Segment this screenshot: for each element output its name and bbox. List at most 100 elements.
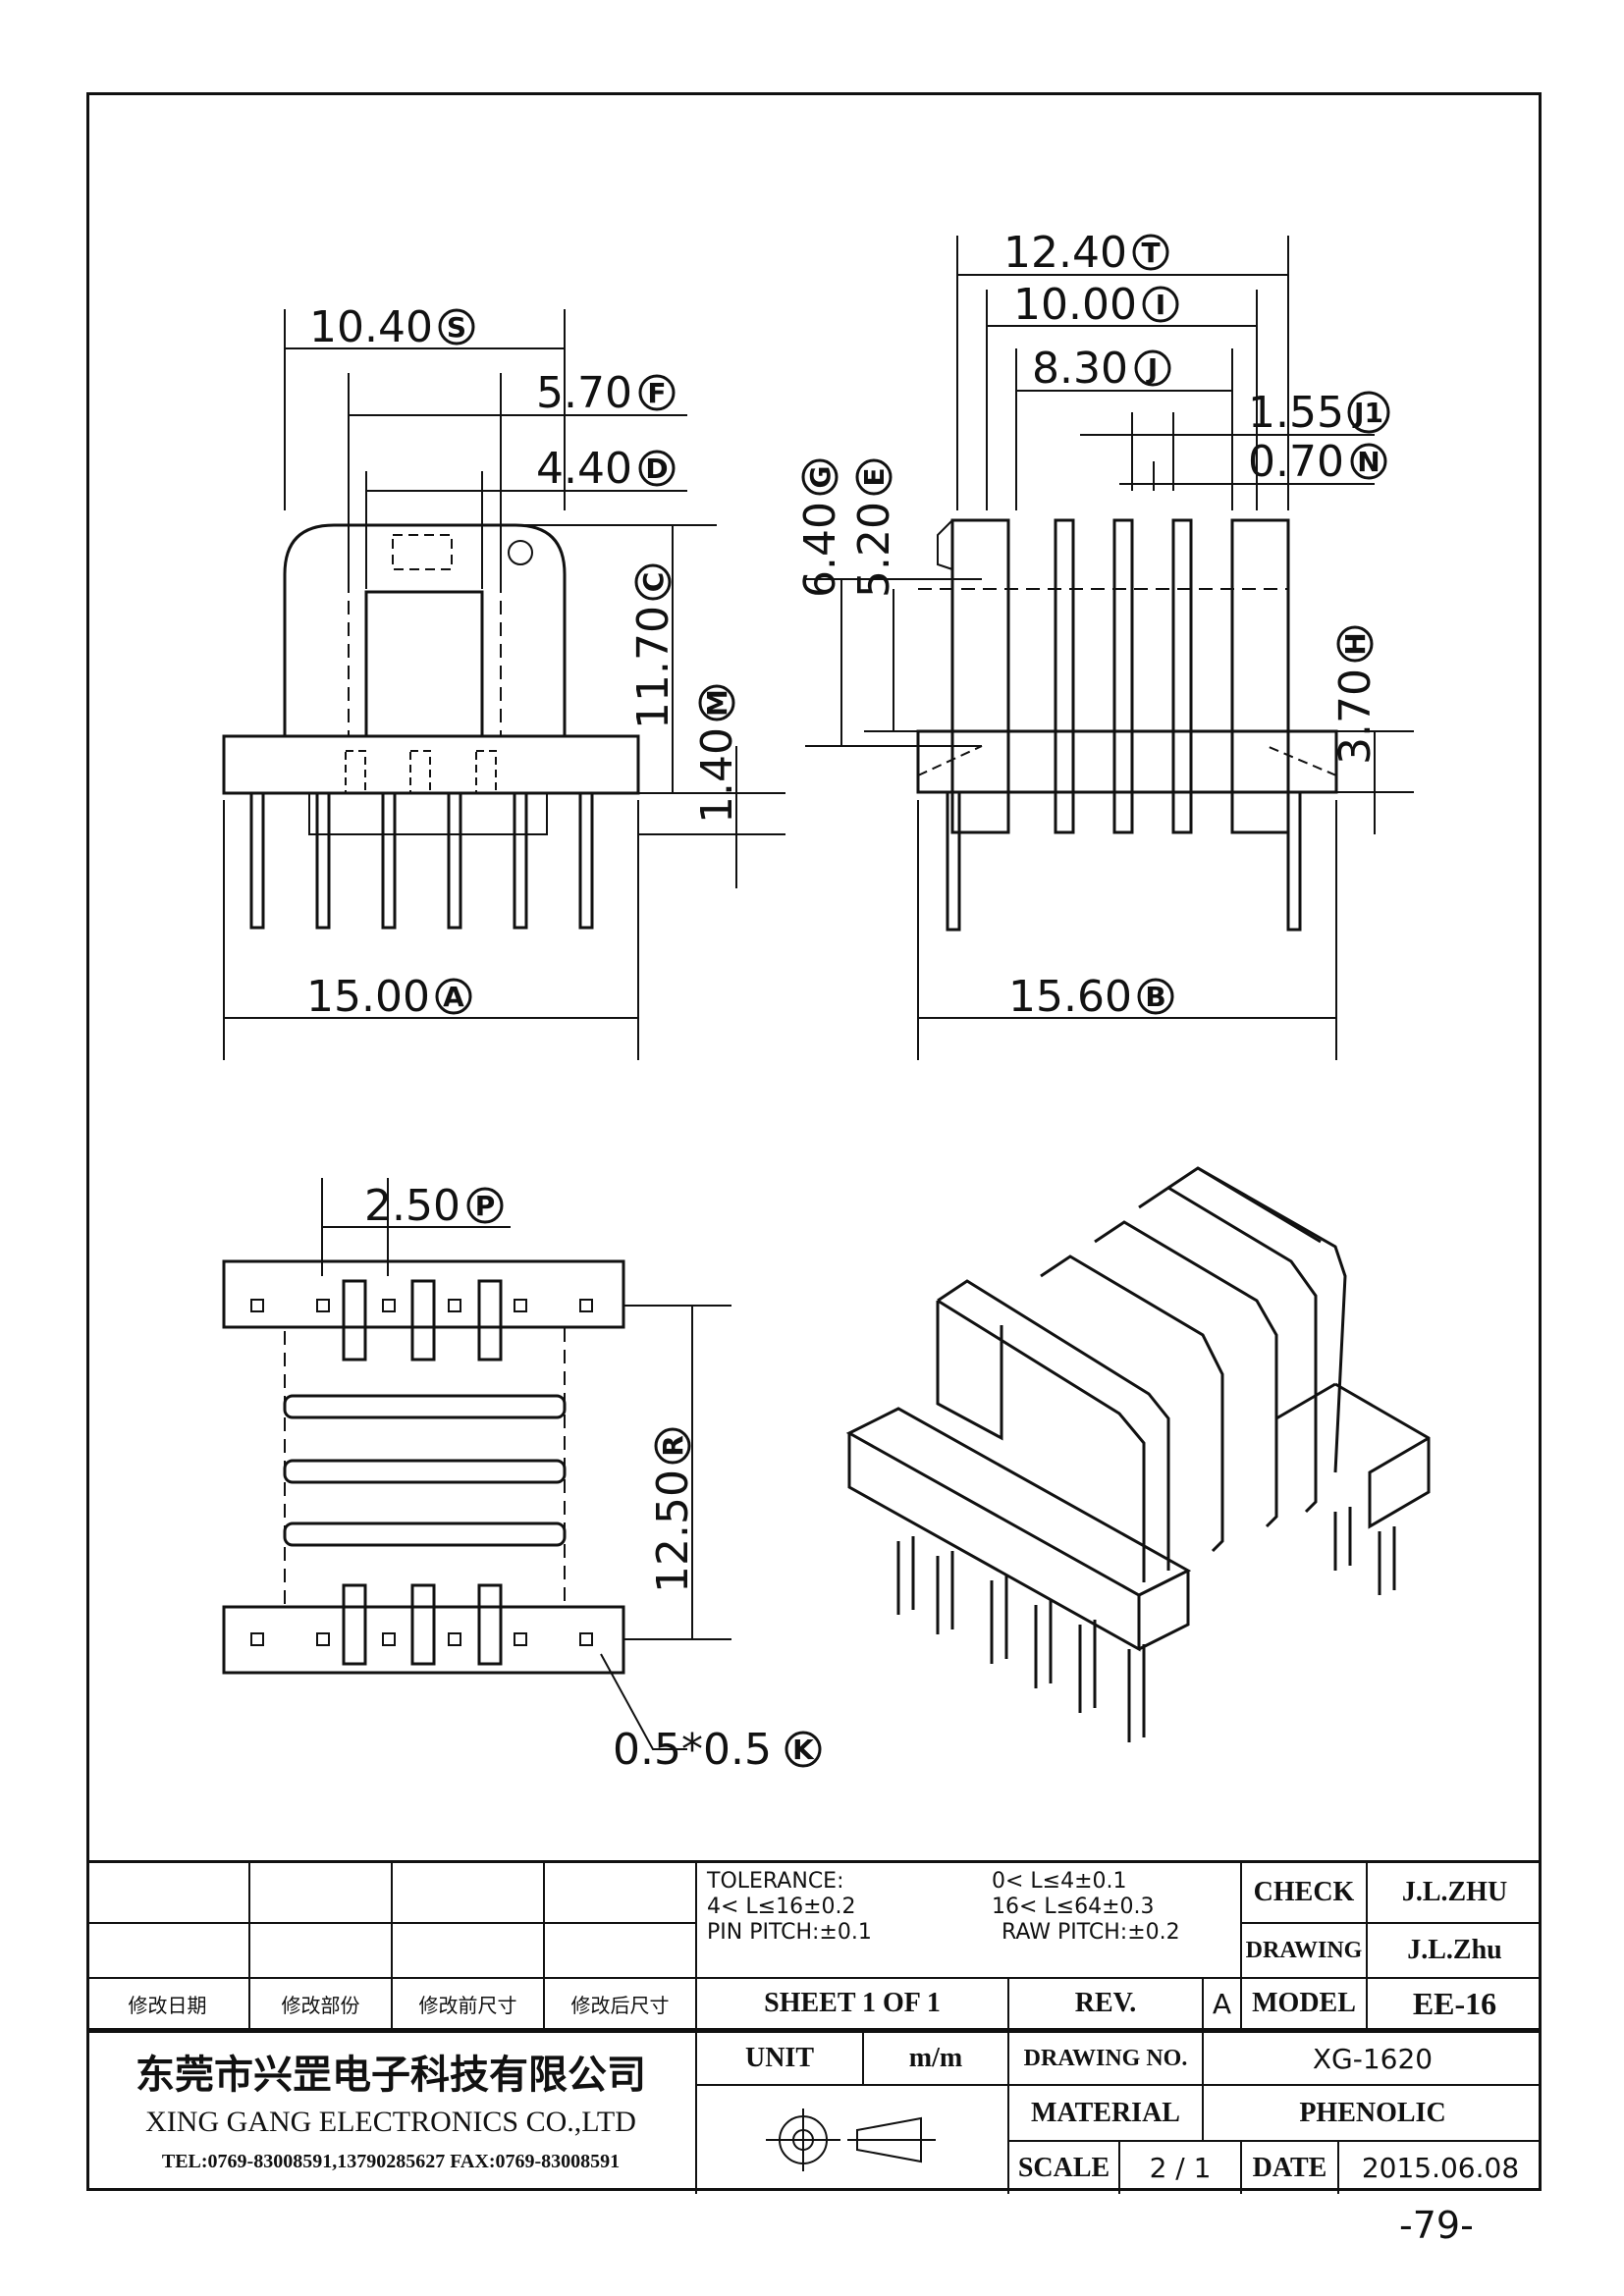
rev-cell [86,1924,250,1979]
dimension-n: 0.70 N [1248,437,1387,487]
unit-value: m/m [864,2030,1009,2086]
sheet-count: SHEET 1 OF 1 [697,1979,1009,2030]
rev-cell [545,1924,697,1979]
date-label: DATE [1242,2142,1339,2194]
company-name-cn: 东莞市兴罡电子科技有限公司 [135,2053,646,2097]
dimension-m: 1.40M [692,684,742,824]
rev-header-date: 修改日期 [86,1979,250,2030]
company-name-en: XING GANG ELECTRONICS CO.,LTD [145,2106,636,2138]
dimension-value: 11.70 [628,606,678,729]
dimension-tag: B [1145,981,1165,1013]
material-label: MATERIAL [1009,2086,1204,2142]
dimension-b: 15.60 B [1008,972,1174,1022]
dimension-tag: R [657,1435,689,1457]
dimension-tag-circle [801,458,839,496]
drawing-value: J.L.Zhu [1368,1924,1542,1979]
dimension-c: 11.70 C [628,563,678,729]
model-value: EE-16 [1368,1979,1542,2030]
dimension-value: 10.00 [1013,280,1137,330]
dimension-value: 10.40 [309,302,433,352]
dimension-tag-circle [1142,286,1179,323]
rev-value: A [1204,1979,1242,2030]
dimension-i: 10.00 I [1013,280,1179,330]
scale-label: SCALE [1009,2142,1120,2194]
dimension-tag: J1 [1352,397,1383,429]
dimension-tag-circle [466,1187,504,1224]
dimension-value: 8.30 [1032,344,1128,394]
check-value: J.L.ZHU [1368,1863,1542,1924]
page-number: -79- [1399,2204,1474,2247]
rev-cell [250,1863,393,1924]
title-block: TOLERANCE: 0< L≤4±0.1 4< L≤16±0.2 16< L≤64… [86,1860,1542,2194]
dimension-tag: T [1141,237,1160,269]
dimension-tag-circle [1347,391,1390,434]
dimension-tag: M [701,689,733,717]
dimension-value: 5.20 [849,502,899,598]
dimension-tag: K [792,1734,815,1766]
tolerance-3: 16< L≤64±0.3 [992,1895,1155,1919]
dimension-a: 15.00 A [306,972,472,1022]
material-value: PHENOLIC [1204,2086,1542,2142]
dimension-value: 5.70 [536,368,632,418]
dimension-tag: G [804,466,837,489]
dimension-tag: S [447,311,466,344]
dimension-tag: I [1156,289,1165,321]
scale-value: 2 / 1 [1120,2142,1242,2194]
company-contact: TEL:0769-83008591,13790285627 FAX:0769-8… [161,2151,621,2172]
drawing-frame [86,92,1542,2191]
rev-cell [86,1863,250,1924]
dimension-h: 3.70H [1330,625,1380,765]
dimension-tag-circle [698,684,735,721]
dimension-tag: E [858,467,891,486]
projection-symbol [697,2086,1009,2194]
dimension-tag-circle [855,458,893,496]
dimension-tag: A [443,981,464,1013]
dimension-tag-circle [638,374,676,411]
drawing-no-value: XG-1620 [1204,2030,1542,2086]
dimension-value: 1.55 [1248,388,1344,438]
dimension-tag-circle [634,563,672,601]
bottom-view [222,1178,731,1750]
dimension-tag-circle [1137,978,1174,1015]
isometric-view [845,1166,1431,1742]
front-pins [249,791,594,930]
dimension-value: 2.50 [364,1181,460,1231]
dimension-tag-circle [1132,234,1169,271]
check-label: CHECK [1242,1863,1368,1924]
dimension-e: 5.20 E [849,458,899,598]
dimension-value: 12.40 [1003,228,1127,278]
dimension-value: 0.70 [1248,437,1344,487]
dimension-tag-circle [438,308,475,346]
tolerance-label: TOLERANCE: [707,1869,844,1894]
rev-label: REV. [1009,1979,1204,2030]
dimension-g: 6.40 G [795,458,845,598]
tolerance-1: 0< L≤4±0.1 [992,1869,1127,1894]
dimension-tag: C [637,572,670,593]
dimension-tag-circle [1350,443,1387,480]
front-view [222,309,785,1060]
tolerance-2: 4< L≤16±0.2 [707,1895,856,1919]
drawing-label: DRAWING [1242,1924,1368,1979]
dimension-tag-circle [1134,349,1171,387]
third-angle-projection-icon [766,2109,936,2171]
dimension-value: 6.40 [795,502,845,598]
model-label: MODEL [1242,1979,1368,2030]
dimension-value: 15.60 [1008,972,1132,1022]
pin-pitch: PIN PITCH:±0.1 [707,1920,872,1945]
dimension-value: 15.00 [306,972,430,1022]
raw-pitch: RAW PITCH:±0.2 [1001,1920,1180,1945]
dimension-t: 12.40 T [1003,228,1169,278]
dimension-d: 4.40 D [536,444,676,494]
dimension-value: 4.40 [536,444,632,494]
dimension-tag: D [645,453,668,485]
rev-cell [393,1863,545,1924]
dimension-value: 12.50 [648,1469,698,1593]
dimension-tag: F [647,377,666,409]
dimension-tag: N [1357,446,1380,478]
dimension-s: 10.40 S [309,302,475,352]
dimension-tag: J [1146,352,1158,385]
tolerance-block: TOLERANCE: 0< L≤4±0.1 4< L≤16±0.2 16< L≤64… [697,1863,1242,1979]
